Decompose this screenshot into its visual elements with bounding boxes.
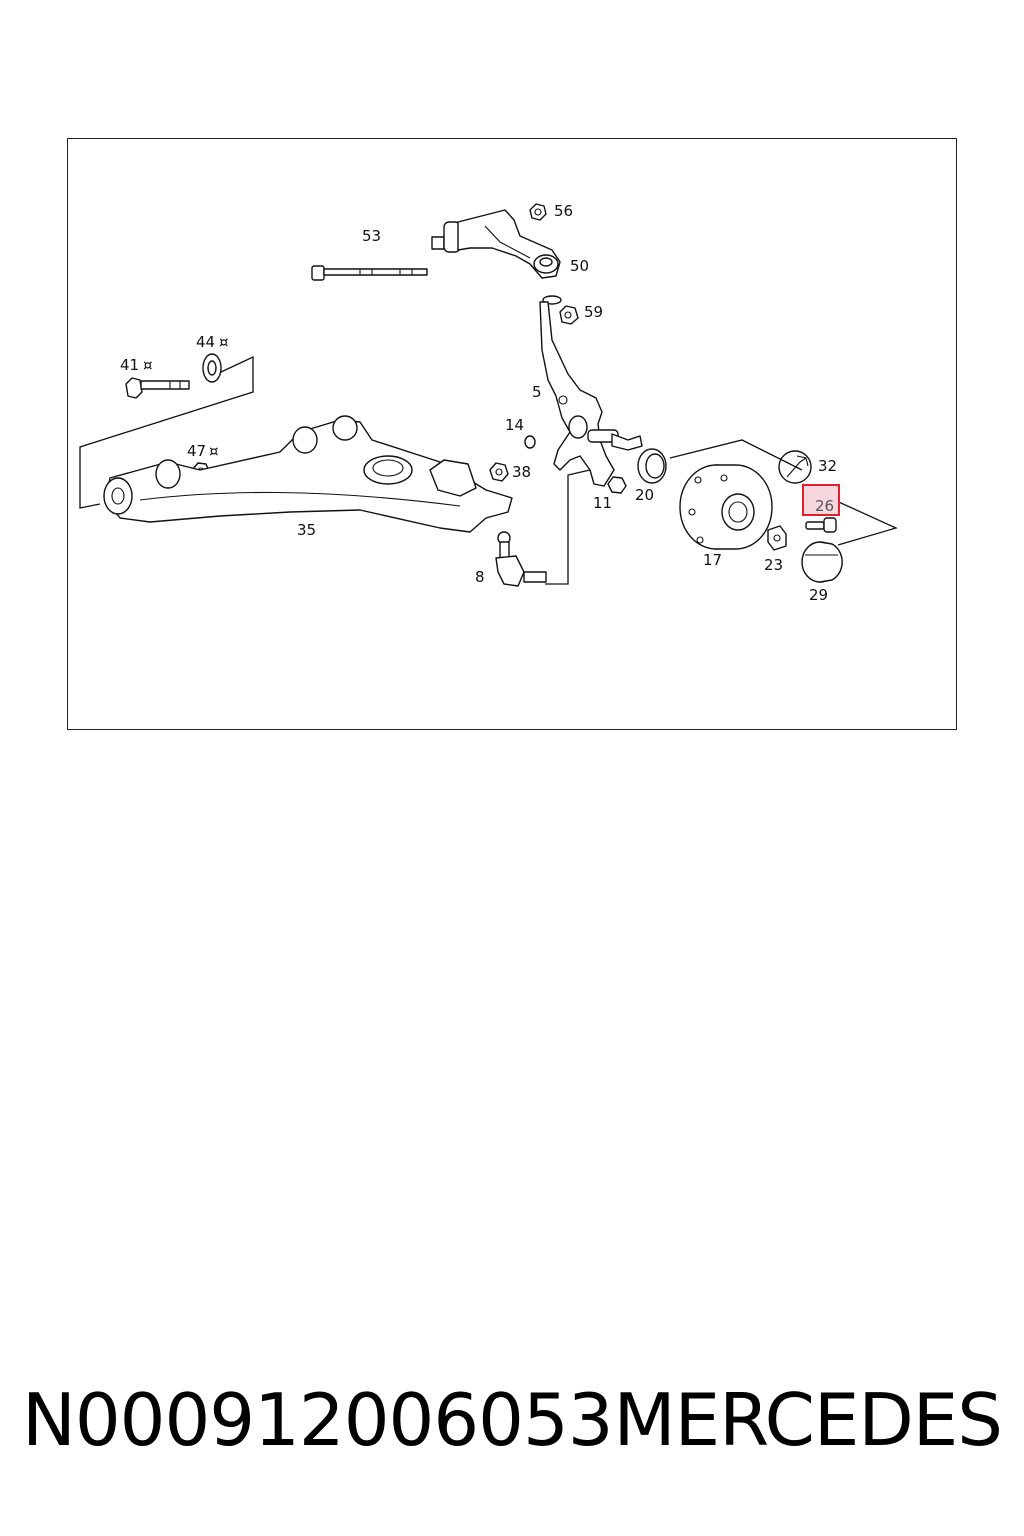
part-29-grease-cap[interactable] <box>801 541 843 583</box>
callout-44: 44 <box>196 333 215 351</box>
part-59-nut[interactable] <box>559 305 579 325</box>
footnote-mark-47: ¤ <box>209 442 219 460</box>
part-20-seal[interactable] <box>637 448 667 484</box>
callout-38: 38 <box>512 463 531 481</box>
part-number: N000912006053 <box>22 1378 614 1462</box>
part-8-ball-joint[interactable] <box>495 531 547 587</box>
callout-56: 56 <box>554 202 573 220</box>
callout-29: 29 <box>809 586 828 604</box>
callout-35: 35 <box>297 521 316 539</box>
callout-11: 11 <box>593 494 612 512</box>
part-11-nut[interactable] <box>607 476 627 494</box>
callout-41: 41 <box>120 356 139 374</box>
highlighted-callout-26[interactable]: 26 <box>802 484 840 516</box>
callout-47: 47 <box>187 442 206 460</box>
part-41-bolt[interactable] <box>125 377 190 399</box>
callout-26: 26 <box>815 497 834 515</box>
part-26-bolt[interactable] <box>805 517 837 533</box>
leader-lines <box>79 355 898 585</box>
callout-5: 5 <box>532 383 542 401</box>
part-44-eccentric-washer[interactable] <box>202 353 222 383</box>
part-50-upper-arm[interactable] <box>431 209 561 279</box>
callout-8: 8 <box>475 568 485 586</box>
callout-14: 14 <box>505 416 524 434</box>
part-17-wheel-hub[interactable] <box>679 464 773 550</box>
part-14-bushing[interactable] <box>524 435 536 449</box>
callout-labels: 53 56 50 59 44 ¤ 41 ¤ 5 14 47 ¤ 38 32 11… <box>120 202 837 604</box>
callout-23: 23 <box>764 556 783 574</box>
callout-50: 50 <box>570 257 589 275</box>
part-23-clamp-nut[interactable] <box>767 525 787 551</box>
callout-17: 17 <box>703 551 722 569</box>
brand-name: MERCEDES <box>613 1378 1003 1462</box>
callout-32: 32 <box>818 457 837 475</box>
callout-20: 20 <box>635 486 654 504</box>
footer: N000912006053 MERCEDES <box>0 1370 1024 1470</box>
callout-53: 53 <box>362 227 381 245</box>
parts-diagram: 53 56 50 59 44 ¤ 41 ¤ 5 14 47 ¤ 38 32 11… <box>79 202 898 604</box>
diagram-frame <box>67 138 957 730</box>
part-5-steering-knuckle[interactable] <box>539 295 643 487</box>
part-56-nut[interactable] <box>529 203 547 221</box>
callout-59: 59 <box>584 303 603 321</box>
part-38-nut[interactable] <box>489 462 509 482</box>
part-53-bolt[interactable] <box>311 265 428 281</box>
part-35-lower-control-arm[interactable] <box>103 415 513 533</box>
footnote-mark-41: ¤ <box>143 356 153 374</box>
footnote-mark-44: ¤ <box>219 333 229 351</box>
